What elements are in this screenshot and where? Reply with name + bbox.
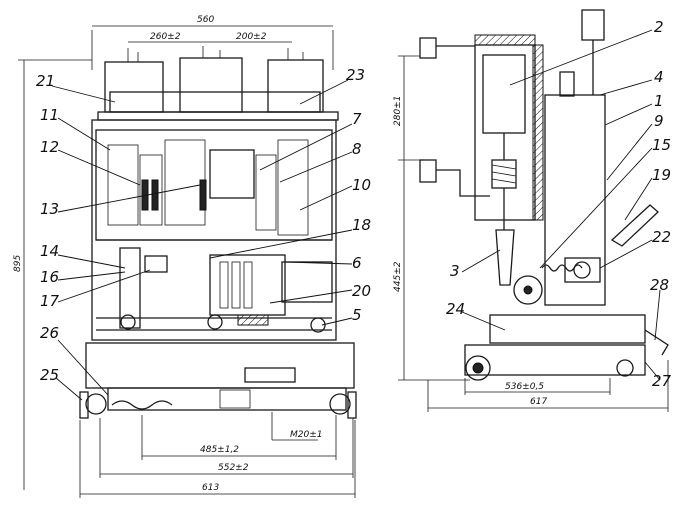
callout-2: 2: [654, 18, 664, 36]
callout-28: 28: [650, 276, 669, 294]
cam-wheel: [513, 275, 543, 305]
dim-top-width: 560: [197, 15, 214, 25]
callout-6: 6: [352, 254, 362, 272]
wheel-right: [329, 393, 351, 415]
front-view: 560 260±2 200±2 895: [13, 15, 371, 498]
dim-side-bottom-2: 617: [530, 397, 547, 407]
callout-24: 24: [446, 300, 465, 318]
callout-11: 11: [40, 106, 59, 124]
callout-12: 12: [40, 138, 59, 156]
main-frame: [91, 119, 337, 341]
vacuum-interrupter: [482, 54, 526, 134]
wheel-left: [85, 393, 107, 415]
upper-terminal: [419, 37, 437, 59]
dim-lower-height: 445±2: [393, 261, 403, 292]
callout-16: 16: [40, 268, 59, 286]
dim-bolt: M20±1: [290, 430, 322, 440]
callout-10: 10: [352, 176, 371, 194]
top-rod: [581, 9, 605, 41]
pole-tank-left: [104, 61, 164, 113]
pole-tank-middle: [179, 57, 243, 113]
mechanism-housing: [544, 94, 606, 306]
callout-3: 3: [450, 262, 460, 280]
chassis: [85, 342, 355, 389]
dim-pitch-2: 200±2: [236, 32, 267, 42]
callout-13: 13: [40, 200, 59, 218]
spring-housing: [564, 257, 601, 283]
pole-tank-right: [267, 59, 324, 113]
dim-bottom-1: 485±1,2: [200, 445, 239, 455]
dim-pitch-1: 260±2: [150, 32, 181, 42]
callout-14: 14: [40, 242, 59, 260]
callout-20: 20: [352, 282, 371, 300]
callout-4: 4: [654, 68, 664, 86]
callout-27: 27: [652, 372, 672, 390]
callout-25: 25: [40, 366, 59, 384]
callout-8: 8: [352, 140, 362, 158]
lower-terminal: [419, 159, 437, 183]
callout-5: 5: [352, 306, 362, 324]
callout-15: 15: [652, 136, 671, 154]
callout-7: 7: [352, 110, 362, 128]
dim-upper-height: 280±1: [393, 96, 403, 126]
side-view: 280±1 445±2: [393, 9, 672, 412]
callout-17: 17: [40, 292, 60, 310]
callout-19: 19: [652, 166, 671, 184]
callout-26: 26: [40, 324, 59, 342]
callout-1: 1: [654, 92, 664, 110]
side-wheel-left: [465, 355, 491, 381]
callout-23: 23: [346, 66, 365, 84]
callout-18: 18: [352, 216, 371, 234]
dim-height: 895: [13, 255, 23, 272]
dim-bottom-3: 613: [202, 483, 219, 493]
callout-22: 22: [652, 228, 671, 246]
dim-bottom-2: 552±2: [218, 463, 249, 473]
callout-9: 9: [654, 112, 664, 130]
callout-21: 21: [36, 72, 55, 90]
carriage-base: [489, 314, 646, 344]
side-wheel-right: [616, 359, 634, 377]
dim-side-bottom-1: 536±0,5: [505, 382, 544, 392]
